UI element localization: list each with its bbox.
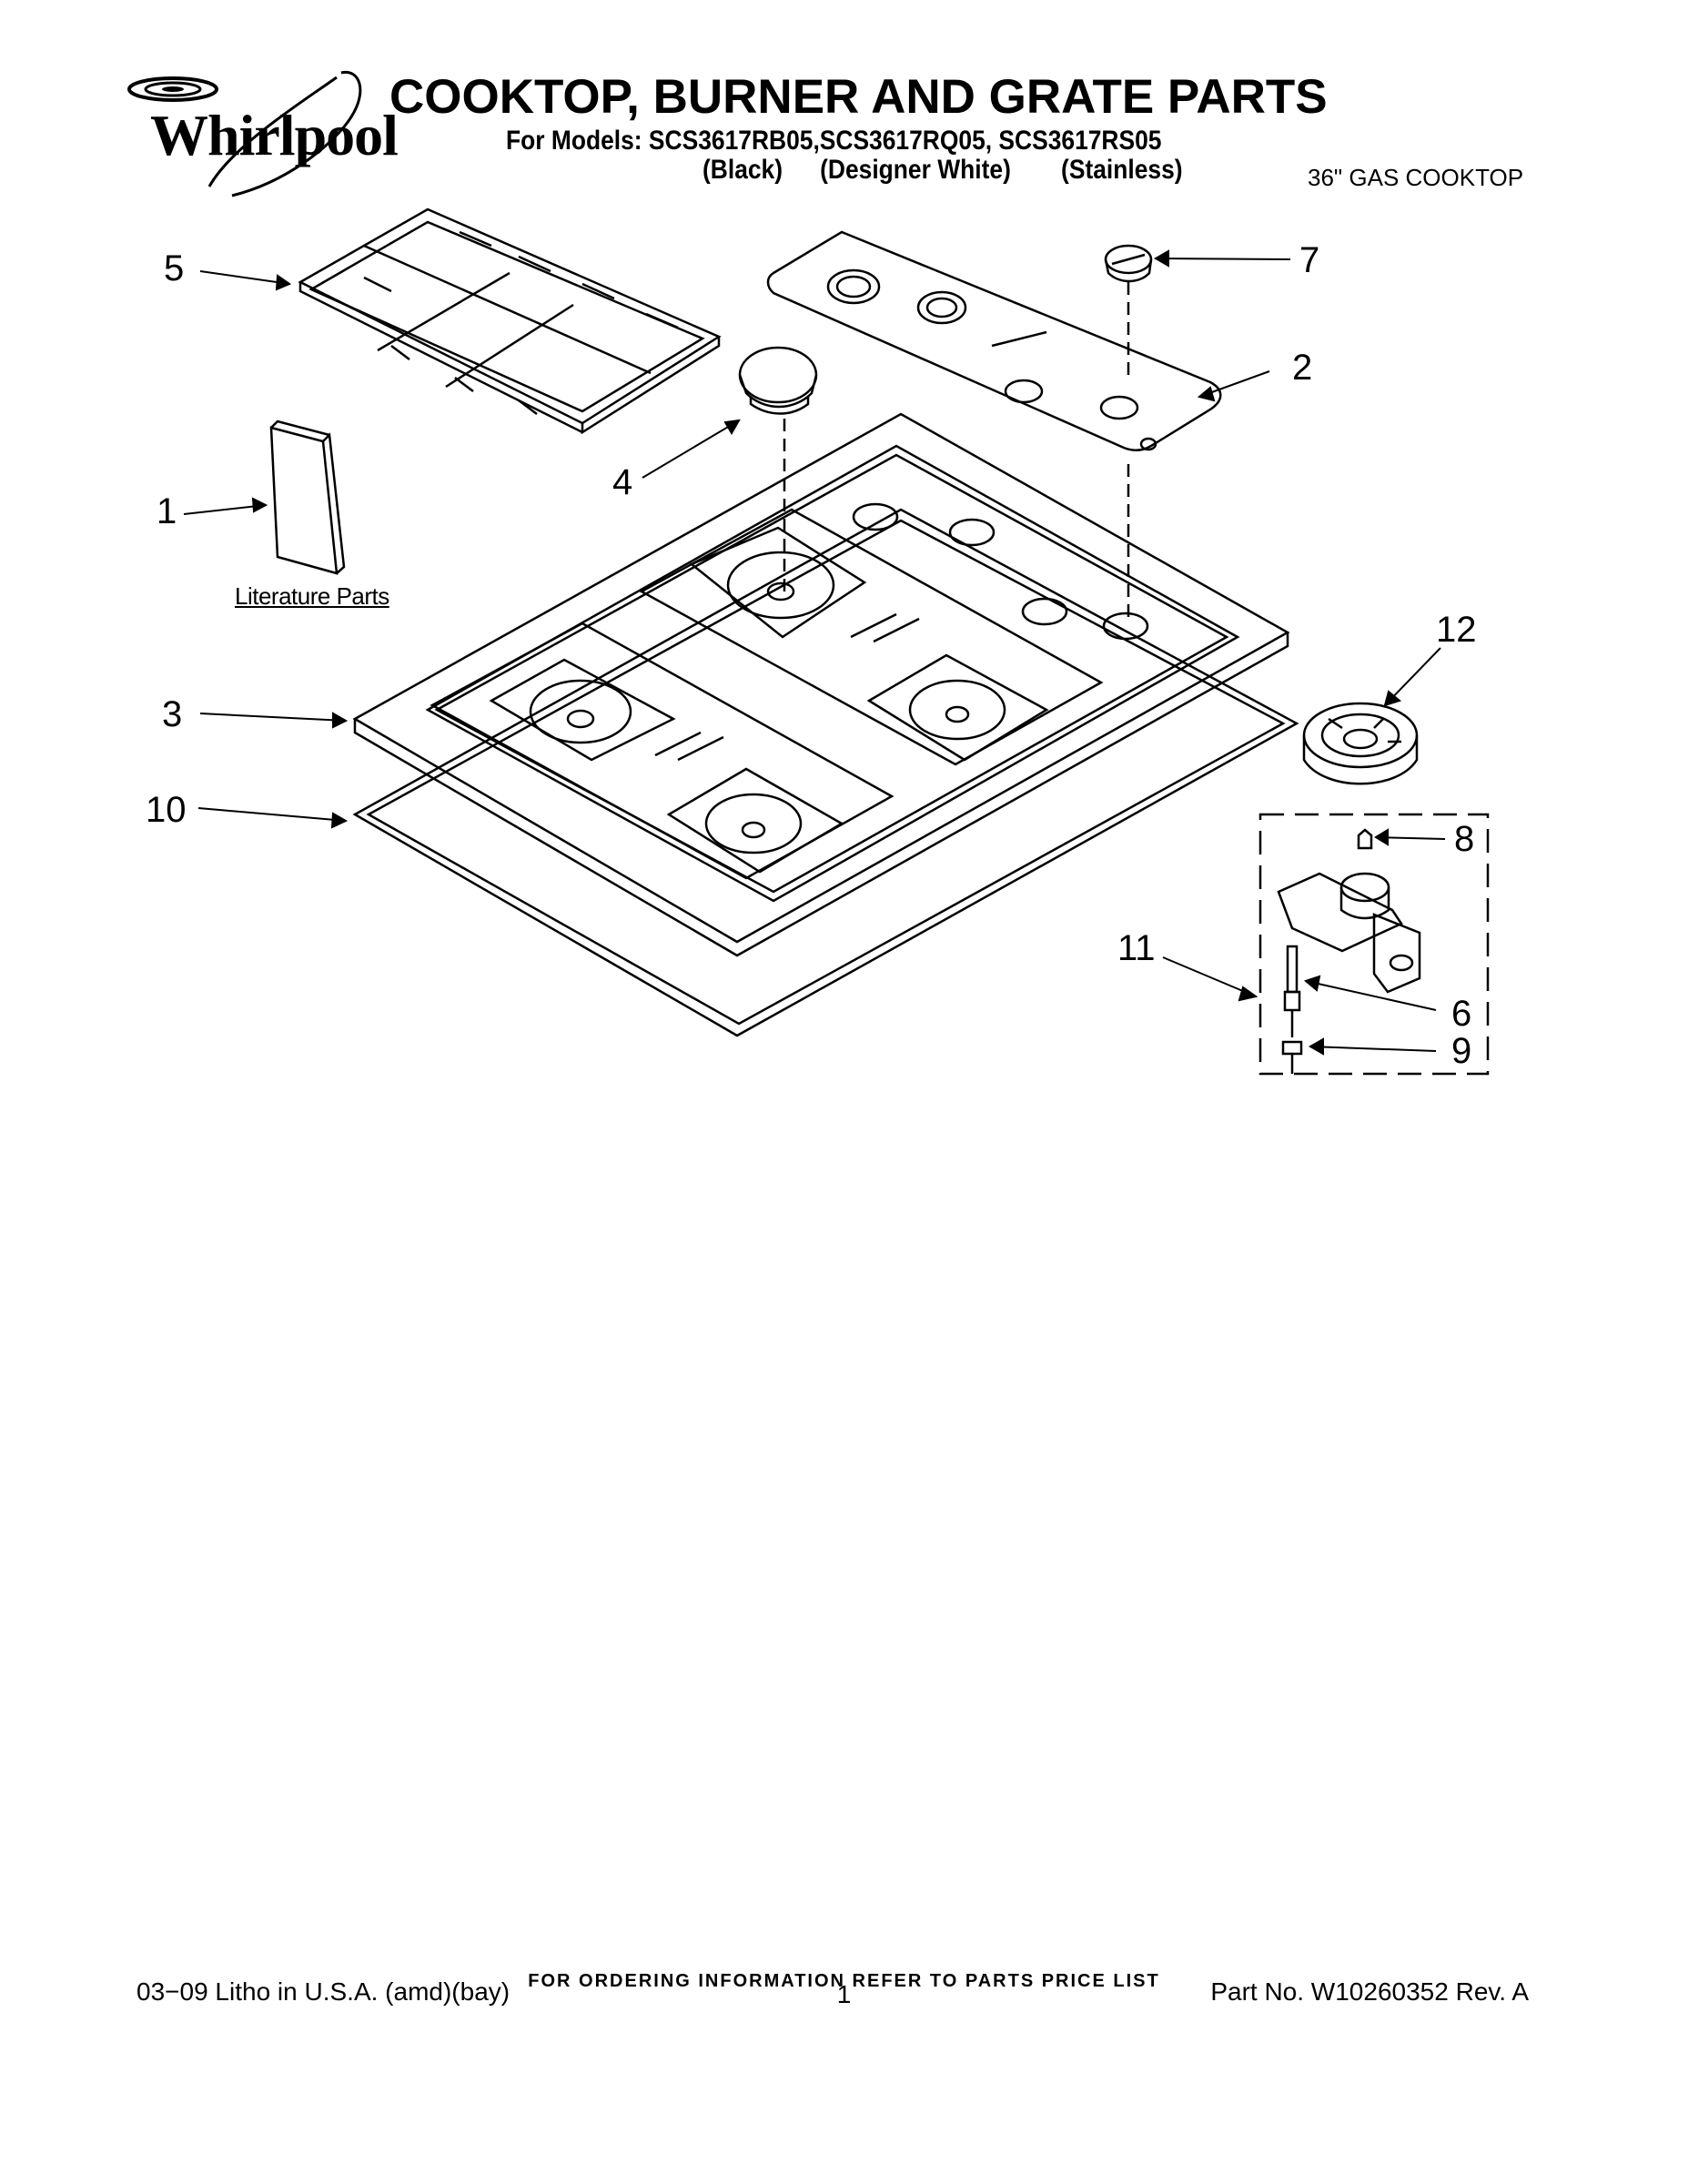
model-variants: (Black) (Designer White) (Stainless) xyxy=(702,155,1183,186)
callout-11: 11 xyxy=(1117,928,1156,968)
grate-drawing xyxy=(298,207,722,435)
callout-9: 9 xyxy=(1451,1031,1472,1071)
litho-info: 03−09 Litho in U.S.A. (amd)(bay) xyxy=(136,1977,510,2006)
variant-designer-white: (Designer White) xyxy=(820,155,1011,185)
literature-parts-label: Literature Parts xyxy=(235,582,389,610)
parts-diagram xyxy=(183,207,1490,1076)
callout-2: 2 xyxy=(1292,348,1313,388)
part-number: Part No. W10260352 Rev. A xyxy=(1210,1977,1529,2006)
leader-lines xyxy=(183,249,1446,1056)
gasket-drawing xyxy=(352,508,1299,1037)
cooktop-drawing xyxy=(352,412,1290,957)
callout-8: 8 xyxy=(1454,819,1475,859)
knob-drawing xyxy=(1104,244,1153,283)
control-panel-drawing xyxy=(766,230,1222,451)
callout-3: 3 xyxy=(162,694,183,734)
brand-logo-text: Whirlpool xyxy=(150,103,399,167)
literature-drawing xyxy=(269,420,346,575)
callout-5: 5 xyxy=(164,248,185,288)
models-line: For Models: SCS3617RB05,SCS3617RQ05, SCS… xyxy=(506,126,1162,156)
page-title: COOKTOP, BURNER AND GRATE PARTS xyxy=(389,70,1328,124)
callout-1: 1 xyxy=(157,491,177,531)
callout-4: 4 xyxy=(612,462,633,502)
callout-6: 6 xyxy=(1451,994,1472,1034)
whirlpool-logo xyxy=(127,70,362,197)
product-type: 36" GAS COOKTOP xyxy=(1308,164,1524,191)
burner-base-drawing xyxy=(1302,702,1419,785)
callout-7: 7 xyxy=(1299,240,1320,280)
variant-black: (Black) xyxy=(702,155,783,185)
callout-12: 12 xyxy=(1436,610,1477,650)
valve-assembly-drawing xyxy=(1277,828,1421,1074)
burner-cap-drawing xyxy=(738,346,818,415)
callout-10: 10 xyxy=(146,790,187,830)
page-number: 1 xyxy=(836,1980,852,2008)
ordering-note: FOR ORDERING INFORMATION REFER TO PARTS … xyxy=(528,1971,1160,1991)
variant-stainless: (Stainless) xyxy=(1061,155,1183,185)
